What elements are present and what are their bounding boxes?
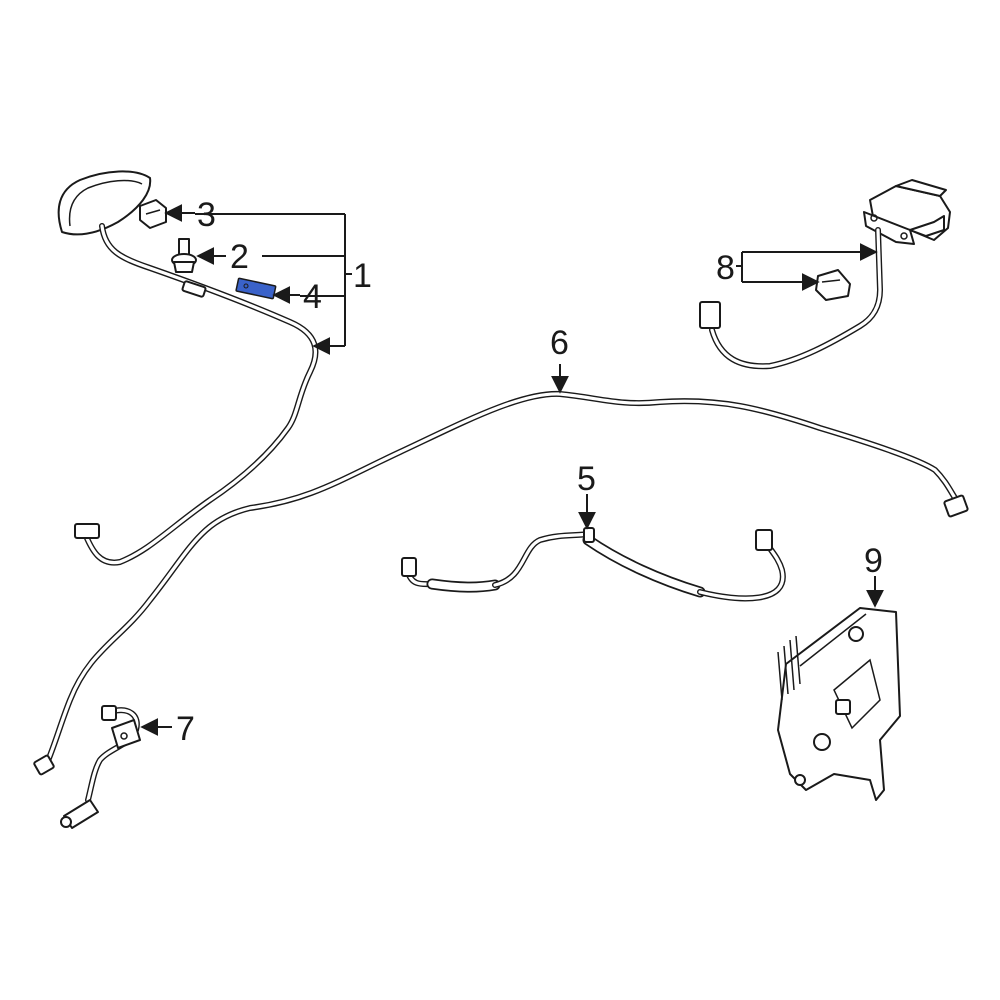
- callout-9: 9: [864, 542, 883, 580]
- callout-3: 3: [197, 196, 216, 234]
- callout-6: 6: [550, 324, 569, 362]
- callout-1: 1: [353, 257, 372, 295]
- pad-part-4[interactable]: [235, 277, 277, 300]
- leader-lines: [140, 204, 884, 736]
- callout-5: 5: [577, 460, 596, 498]
- bolt-part-2[interactable]: [171, 238, 197, 273]
- sensor-part-7[interactable]: [60, 705, 141, 829]
- callout-8: 8: [716, 249, 735, 287]
- long-cable-part-6[interactable]: [33, 390, 969, 776]
- callout-2: 2: [230, 238, 249, 276]
- callout-labels: 1 2 3 4 5 6 7 8 9: [176, 196, 883, 748]
- callout-7: 7: [176, 710, 195, 748]
- control-module-part-9[interactable]: [777, 607, 901, 801]
- clip-part-3[interactable]: [139, 199, 167, 229]
- short-cable-part-5[interactable]: [401, 527, 786, 602]
- callout-4: 4: [303, 278, 322, 316]
- antenna-assembly[interactable]: [57, 170, 319, 566]
- module-part-8[interactable]: [699, 179, 951, 370]
